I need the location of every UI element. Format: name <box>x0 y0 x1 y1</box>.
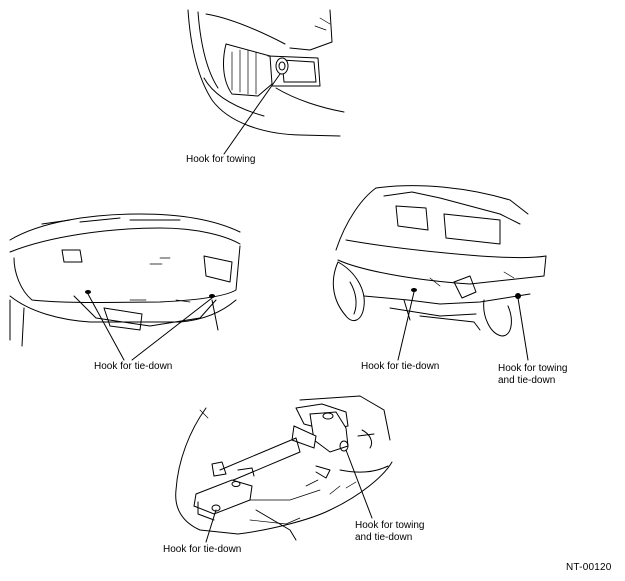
front-tiedown-view <box>9 213 241 361</box>
rear-towing-tiedown-hook <box>515 293 521 299</box>
rear-tiedown-hook <box>411 288 417 292</box>
label-rear-hook-towing-tiedown: Hook for towing and tie-down <box>498 363 568 386</box>
label-detail-hook-towing-tiedown: Hook for towing and tie-down <box>355 520 425 543</box>
leader-line <box>397 291 415 361</box>
label-front-hook-towing: Hook for towing <box>186 154 256 165</box>
label-front-hook-tiedown: Hook for tie-down <box>94 361 173 372</box>
rear-hooks-view <box>332 185 547 361</box>
figure-id: NT-00120 <box>566 562 612 573</box>
front-tiedown-hook-left <box>85 290 91 294</box>
label-detail-hook-tiedown: Hook for tie-down <box>163 544 242 555</box>
leader-line <box>223 73 281 155</box>
towing-hook-eye <box>275 57 289 75</box>
leader-line <box>205 509 217 543</box>
leader-line <box>517 297 529 361</box>
leader-line <box>345 449 373 519</box>
front-tiedown-hook-right <box>209 294 215 298</box>
leader-line <box>131 297 213 361</box>
label-rear-hook-tiedown: Hook for tie-down <box>361 361 440 372</box>
leader-line <box>87 293 125 361</box>
hook-bracket-detail-view <box>175 395 393 543</box>
front-towing-hook-view <box>187 9 345 155</box>
